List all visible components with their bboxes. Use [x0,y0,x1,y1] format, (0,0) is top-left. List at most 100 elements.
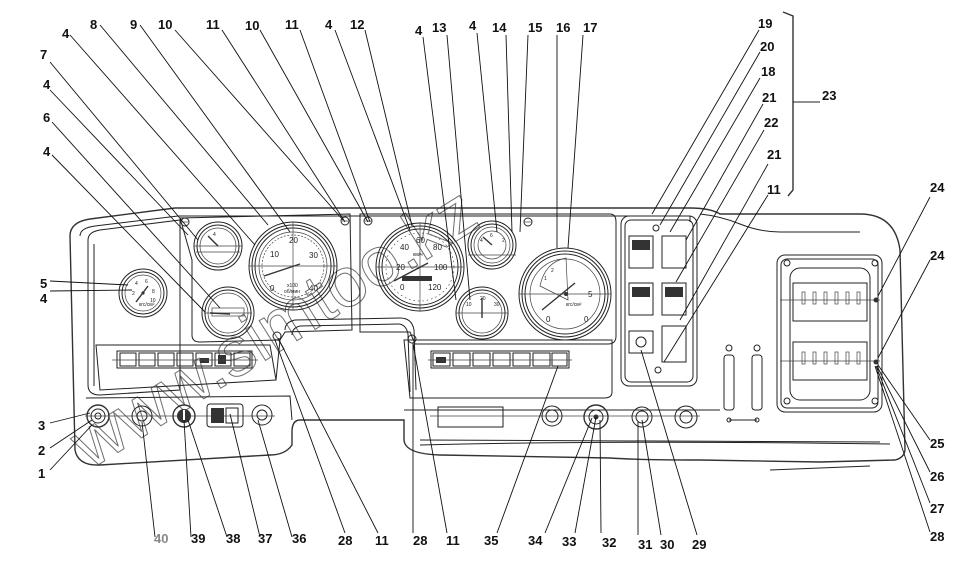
svg-text:4: 4 [213,232,216,238]
svg-text:20: 20 [289,236,298,245]
svg-text:30: 30 [494,302,500,308]
callout-24: 24 [930,180,945,195]
blank-plate [661,325,687,363]
svg-text:120: 120 [428,283,442,292]
callout-3: 3 [38,418,45,433]
tachometer: 0 10 20 30 40 x100 об/мин [248,221,338,311]
rocker-switch [628,235,654,269]
callout-labels: 1 2 3 5 4 4 6 4 7 4 8 9 10 11 10 11 4 12… [38,16,945,552]
pressure-gauge: 2 4 6 8 10 кгс/см² [118,268,168,318]
callout-8: 8 [90,17,97,32]
svg-text:2: 2 [551,268,554,274]
warning-lamp-strip-center [428,350,572,369]
svg-text:5: 5 [588,290,593,299]
svg-text:0: 0 [270,284,275,293]
callout-32: 32 [602,535,616,550]
dashboard-body [69,207,906,471]
fuse-block-upper [792,282,868,322]
callout-39: 39 [191,531,205,546]
control-levers [723,344,763,423]
callout-31: 31 [638,537,652,552]
rocker-switch [628,282,654,316]
gauge-needle [393,262,429,282]
svg-text:0: 0 [584,315,589,324]
group-bracket [782,11,794,197]
svg-text:об/мин: об/мин [284,289,300,295]
ignition-switch [86,404,110,428]
svg-text:кгс/см²: кгс/см² [566,302,582,308]
callout-7: 7 [40,47,47,62]
lamp-switch [628,330,654,354]
screw-icon [407,334,417,344]
callout-11: 11 [446,533,460,548]
callout-6: 6 [43,110,50,125]
gauge-carrier-center [359,213,617,345]
callout-11: 11 [767,182,781,197]
callout-2: 2 [38,443,45,458]
upper-left-gauge: 4 [193,221,243,271]
callout-21: 21 [767,147,781,162]
callout-11: 11 [285,17,299,32]
callout-30: 30 [660,537,674,552]
svg-text:20: 20 [480,296,486,302]
display-window [437,406,504,428]
callout-15: 15 [528,20,542,35]
callout-21: 21 [762,90,776,105]
callout-28: 28 [930,529,944,544]
callout-34: 34 [528,533,543,548]
callout-23: 23 [822,88,836,103]
watermark: www.simtoo.kz [55,171,491,484]
callout-22: 22 [764,115,778,130]
svg-text:10: 10 [270,250,279,259]
svg-text:10: 10 [466,302,472,308]
screw-icon [652,224,660,232]
svg-text:40: 40 [400,243,409,252]
callout-18: 18 [761,64,775,79]
callout-19: 19 [758,16,772,31]
callout-13: 13 [432,20,446,35]
callout-17: 17 [583,20,597,35]
screws [180,216,662,374]
upper-center-gauge: 4 6 2 [467,220,517,270]
callout-40: 40 [154,531,168,546]
callout-26: 26 [930,469,944,484]
callout-28: 28 [338,533,352,548]
svg-text:2: 2 [502,238,505,244]
svg-text:1: 1 [544,276,547,282]
svg-text:0: 0 [546,315,551,324]
gauge-needle [263,263,301,277]
svg-text:6: 6 [145,279,148,285]
svg-text:6: 6 [490,233,493,239]
callout-33: 33 [562,534,576,549]
callout-14: 14 [492,20,507,35]
callout-4: 4 [62,26,70,41]
left-bezel [87,219,181,396]
callout-4: 4 [43,77,51,92]
warning-lamp-strip-left [112,350,258,369]
rocker-switch [661,282,687,316]
callout-20: 20 [760,39,774,54]
svg-text:км/ч: км/ч [413,252,423,258]
lower-left-gauge [201,286,255,340]
callout-4: 4 [415,23,423,38]
switch-30-31 [631,406,653,428]
callout-11: 11 [375,533,389,548]
callout-36: 36 [292,531,306,546]
callout-4: 4 [469,18,477,33]
blank-plate [661,235,687,269]
callout-10: 10 [245,18,259,33]
svg-text:кгс/см²: кгс/см² [139,302,155,308]
panel-outline [69,207,906,466]
screw-icon [654,366,662,374]
gauge-needle [207,235,219,247]
callout-38: 38 [226,531,240,546]
callout-11: 11 [206,17,220,32]
svg-text:10: 10 [150,298,156,304]
callout-29: 29 [692,537,706,552]
combined-pressure-gauge: 0 1 2 5 0 кгс/см² [518,247,612,341]
svg-text:8: 8 [152,289,155,295]
callout-27: 27 [930,501,944,516]
callout-12: 12 [350,17,364,32]
svg-text:4: 4 [135,281,138,287]
